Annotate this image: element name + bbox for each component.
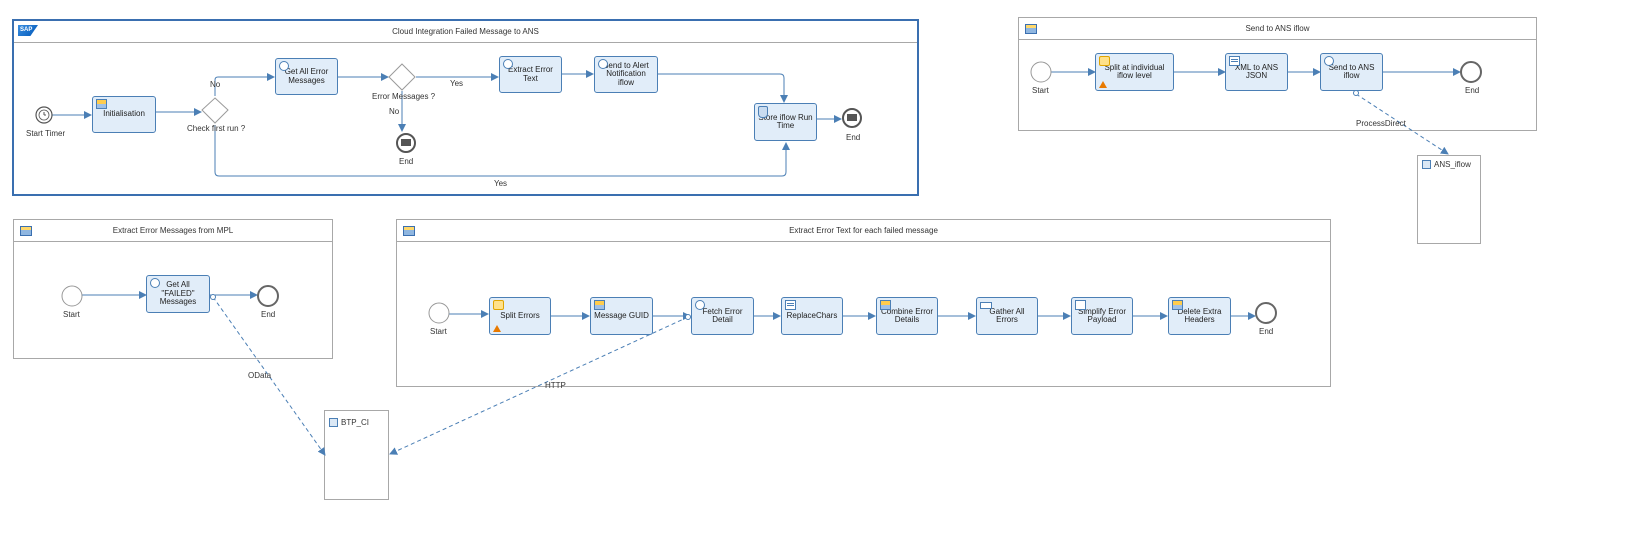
participant-label: BTP_CI bbox=[341, 418, 370, 427]
task-label: Store iflow Run Time bbox=[758, 112, 813, 130]
pool-title: Send to ANS iflow bbox=[1019, 18, 1536, 40]
content-modifier-icon bbox=[594, 300, 605, 310]
task-label: Split at individual iflow level bbox=[1104, 62, 1165, 80]
task-label: Get All Error Messages bbox=[284, 67, 329, 85]
start-event-label: Start bbox=[63, 310, 80, 319]
flow-label-yes: Yes bbox=[494, 179, 508, 188]
participant-btp-ci[interactable]: BTP_CI bbox=[324, 410, 389, 500]
gather-icon bbox=[980, 302, 992, 309]
start-event-label: Start bbox=[1032, 86, 1049, 95]
task-label: Split Errors bbox=[500, 310, 540, 320]
receiver-icon bbox=[329, 418, 338, 427]
warning-icon bbox=[493, 325, 501, 332]
process-call-icon bbox=[503, 59, 513, 69]
script-icon bbox=[785, 300, 796, 310]
task-label: Delete Extra Headers bbox=[1177, 306, 1222, 324]
task-combine-error-details[interactable]: Combine Error Details bbox=[876, 297, 938, 335]
request-reply-icon bbox=[150, 278, 160, 288]
flow-label-no: No bbox=[210, 80, 221, 89]
pool-title: Extract Error Messages from MPL bbox=[14, 220, 332, 242]
splitter-icon bbox=[1099, 56, 1110, 66]
integration-process-icon bbox=[403, 226, 415, 236]
task-label: Simplify Error Payload bbox=[1077, 306, 1126, 324]
content-modifier-icon bbox=[96, 99, 107, 109]
task-label: Message GUID bbox=[594, 310, 649, 320]
task-initialisation[interactable]: Initialisation bbox=[92, 96, 156, 133]
sap-logo: SAP bbox=[18, 25, 38, 36]
task-label: Initialisation bbox=[103, 109, 145, 119]
content-modifier-icon bbox=[880, 300, 891, 310]
integration-process-icon bbox=[20, 226, 32, 236]
warning-icon bbox=[1099, 81, 1107, 88]
data-store-icon bbox=[758, 106, 768, 118]
task-label: Send to ANS iflow bbox=[1328, 62, 1375, 80]
task-split-errors[interactable]: Split Errors bbox=[489, 297, 551, 335]
end-event-label: End bbox=[1465, 86, 1480, 95]
task-fetch-error-detail[interactable]: Fetch Error Detail bbox=[691, 297, 754, 335]
participant-label: ANS_iflow bbox=[1434, 160, 1471, 169]
filter-icon bbox=[1075, 300, 1086, 310]
task-xml-to-json[interactable]: XML to ANS JSON bbox=[1225, 53, 1288, 91]
participant-ans-iflow[interactable]: ANS_iflow bbox=[1417, 155, 1481, 244]
pool-title: Cloud Integration Failed Message to ANS bbox=[14, 21, 917, 43]
end-event-label: End bbox=[846, 133, 861, 142]
content-modifier-icon bbox=[1172, 300, 1183, 310]
request-reply-icon bbox=[279, 61, 289, 71]
converter-icon bbox=[1229, 56, 1240, 66]
receiver-icon bbox=[1422, 160, 1431, 169]
task-get-failed-messages[interactable]: Get All "FAILED" Messages bbox=[146, 275, 210, 313]
task-extract-error-text[interactable]: Extract Error Text bbox=[499, 56, 562, 93]
task-label: Combine Error Details bbox=[880, 306, 933, 324]
gateway-label: Check first run ? bbox=[187, 124, 246, 133]
flow-label-no: No bbox=[389, 107, 400, 116]
task-gather-all-errors[interactable]: Gather All Errors bbox=[976, 297, 1038, 335]
task-label: Get All "FAILED" Messages bbox=[159, 280, 197, 307]
request-reply-icon bbox=[1324, 56, 1334, 66]
task-send-to-ans[interactable]: Send to ANS iflow bbox=[1320, 53, 1383, 91]
task-store-runtime[interactable]: Store iflow Run Time bbox=[754, 103, 817, 141]
flow-label-yes: Yes bbox=[450, 79, 464, 88]
request-reply-icon bbox=[695, 300, 705, 310]
end-event-label: End bbox=[399, 157, 414, 166]
message-flow-label: ProcessDirect bbox=[1356, 119, 1406, 128]
task-get-all-error-messages[interactable]: Get All Error Messages bbox=[275, 58, 338, 95]
end-event-label: End bbox=[261, 310, 276, 319]
end-event-label: End bbox=[1259, 327, 1274, 336]
process-call-icon bbox=[598, 59, 608, 69]
pool-title: Extract Error Text for each failed messa… bbox=[397, 220, 1330, 242]
task-simplify-error-payload[interactable]: Simplify Error Payload bbox=[1071, 297, 1133, 335]
start-event-label: Start bbox=[430, 327, 447, 336]
task-split-iflow[interactable]: Split at individual iflow level bbox=[1095, 53, 1174, 91]
task-replace-chars[interactable]: ReplaceChars bbox=[781, 297, 843, 335]
task-label: XML to ANS JSON bbox=[1234, 62, 1279, 80]
task-label: Fetch Error Detail bbox=[702, 306, 743, 324]
task-send-alert[interactable]: Send to Alert Notification iflow bbox=[594, 56, 658, 93]
gateway-label: Error Messages ? bbox=[372, 92, 436, 101]
task-label: Gather All Errors bbox=[989, 306, 1025, 324]
task-label: Extract Error Text bbox=[508, 65, 553, 83]
start-timer-label: Start Timer bbox=[26, 129, 66, 138]
splitter-icon bbox=[493, 300, 504, 310]
integration-process-icon bbox=[1025, 24, 1037, 34]
message-flow-label: HTTP bbox=[545, 381, 566, 390]
task-delete-extra-headers[interactable]: Delete Extra Headers bbox=[1168, 297, 1231, 335]
task-label: Send to Alert Notification iflow bbox=[603, 60, 649, 87]
message-flow-label: OData bbox=[248, 371, 272, 380]
task-label: ReplaceChars bbox=[786, 310, 838, 320]
task-message-guid[interactable]: Message GUID bbox=[590, 297, 653, 335]
